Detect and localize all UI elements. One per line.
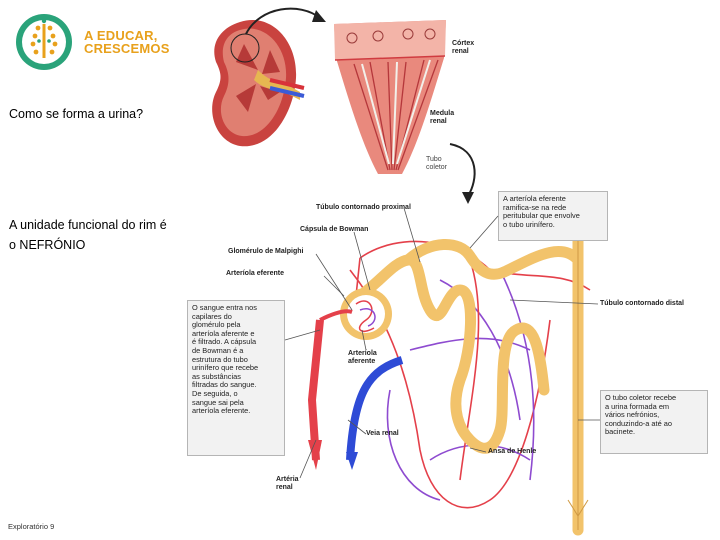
- question-text: Como se forma a urina?: [9, 107, 144, 121]
- brand-line-1: A EDUCAR,: [84, 28, 158, 43]
- veia-renal-label: Veia renal: [366, 430, 399, 437]
- arteriola-eferente-label: Arteríola eferente: [226, 270, 284, 277]
- zoom-arrow-2: [449, 143, 476, 204]
- body-text-line-1: A unidade funcional do rim é: [9, 218, 167, 232]
- callout-sangue: O sangue entra nos capilares do glomérul…: [187, 300, 285, 456]
- tubulo-distal-label: Túbulo contornado distal: [600, 300, 684, 307]
- ansa-henle-label: Ansa de Henle: [488, 448, 537, 455]
- cortex-label: Córtex renal: [452, 40, 475, 55]
- cortex-medulla-illustration: [334, 20, 446, 174]
- glomerulo-label: Glomérulo de Malpighi: [228, 248, 304, 255]
- arteriola-aferente-label: Arteríola aferente: [348, 350, 377, 365]
- kidney-illustration: [212, 19, 305, 147]
- zoom-arrow-1: [245, 7, 326, 35]
- tubo-coletor-label-top: Tubo coletor: [426, 156, 448, 171]
- callout-eferente: A arteríola eferente ramifica-se na rede…: [498, 191, 608, 241]
- tubulo-proximal-label: Túbulo contornado proximal: [316, 204, 411, 211]
- callout-coletor: O tubo coletor recebe a urina formada em…: [600, 390, 708, 454]
- logo: [16, 14, 72, 70]
- medula-label: Medula renal: [430, 110, 455, 125]
- brand-line-2: CRESCEMOS: [84, 41, 170, 56]
- nephron-illustration: [307, 234, 591, 536]
- capsula-label: Cápsula de Bowman: [300, 226, 369, 233]
- arteria-renal-label: Artéria renal: [276, 476, 299, 491]
- footer-text: Exploratório 9: [8, 522, 55, 531]
- body-text-line-2: o NEFRÓNIO: [9, 238, 86, 252]
